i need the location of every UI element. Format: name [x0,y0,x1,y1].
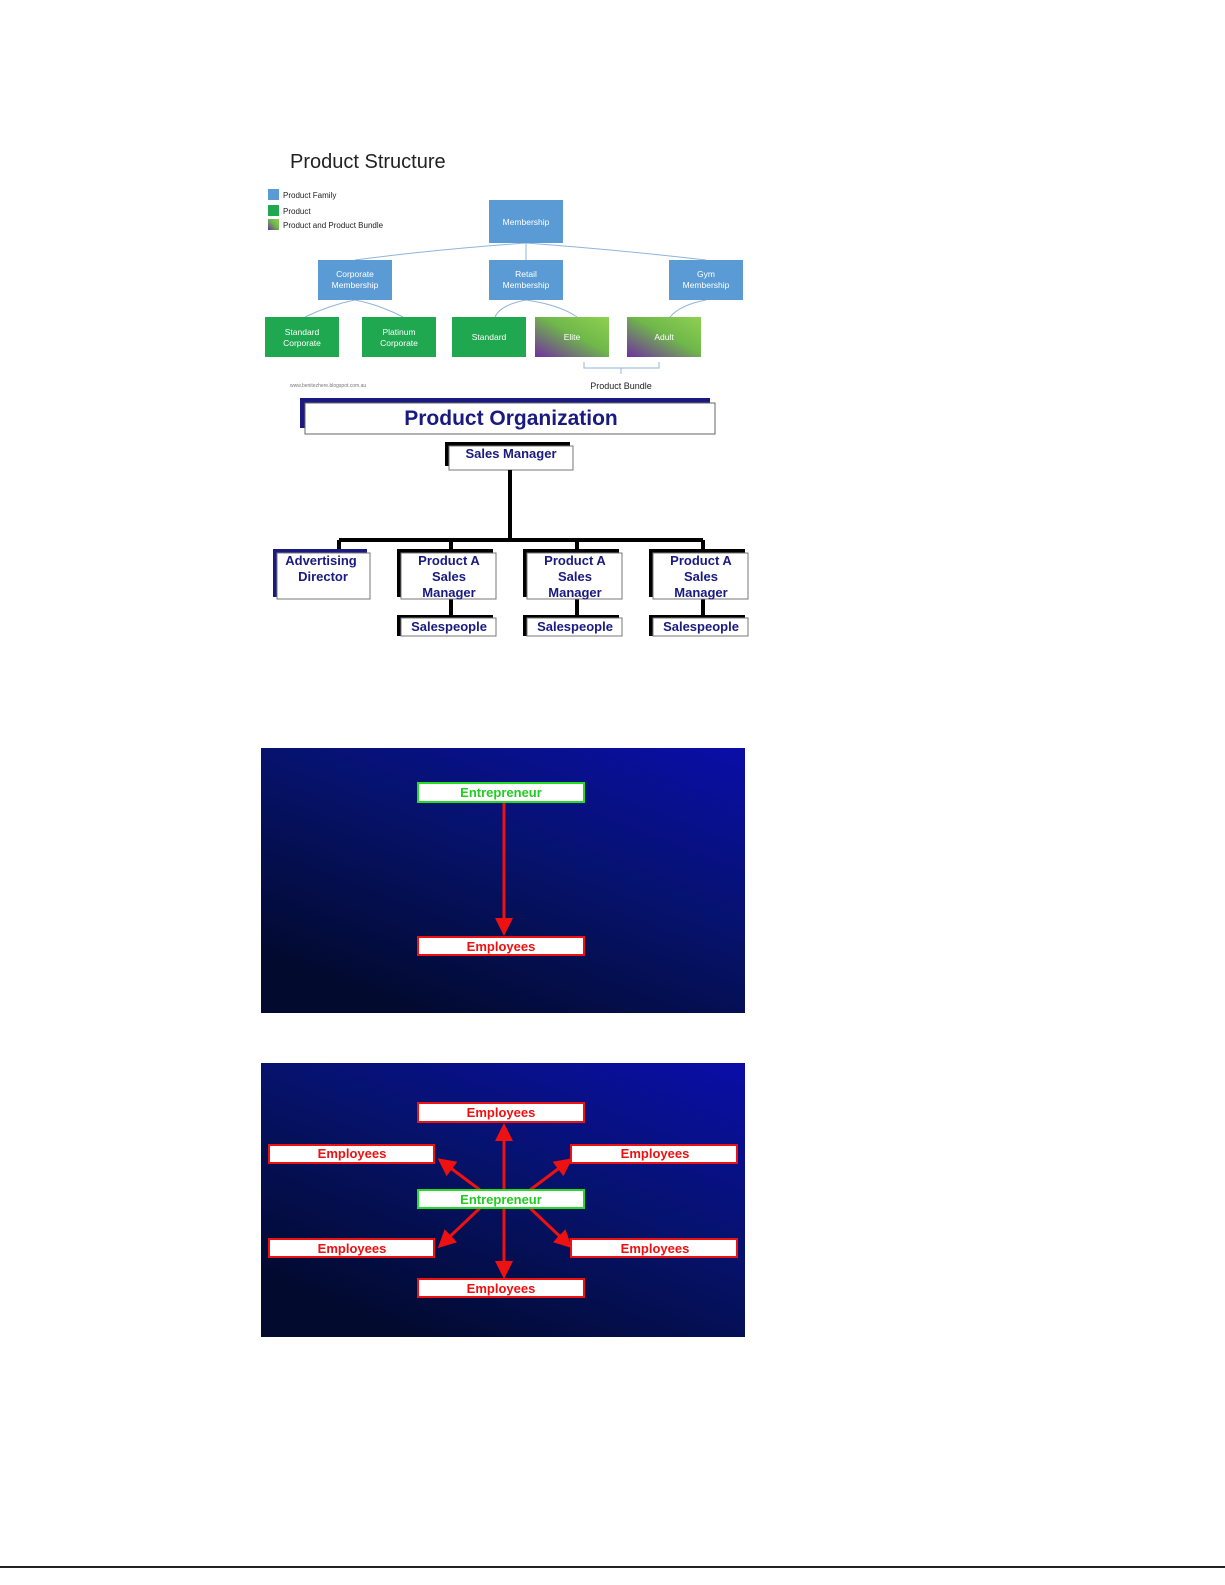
employees-box: Employees [467,1105,536,1120]
employees-box: Employees [318,1146,387,1161]
legend-label: Product and Product Bundle [283,221,384,230]
node-membership [489,200,563,243]
employees-box: Employees [467,1281,536,1296]
org-node-label: Manager [674,585,727,600]
org-title: Product Organization [404,407,618,430]
node-label: Membership [503,217,550,227]
product-nodes: Standard Corporate Platinum Corporate St… [265,317,701,357]
family-nodes: Corporate Membership Retail Membership G… [318,260,743,300]
org-node-label: Advertising [285,553,357,568]
node-label: Platinum [382,327,415,337]
org-node-label: Sales [684,569,718,584]
product-organization-diagram: Product Organization Sales Manager Adver… [273,398,749,637]
node-label: Gym [697,269,715,279]
entrepreneur-vertical-diagram: Entrepreneur Employees [261,748,745,1013]
node-label: Elite [564,332,581,342]
node-label: Retail [515,269,537,279]
product-structure-diagram: Product Structure Product Family Product… [265,151,743,391]
legend-product-swatch [268,205,279,216]
connectors [304,242,707,318]
node-label: Membership [503,280,550,290]
node-label: Corporate [283,338,321,348]
node-label: Membership [683,280,730,290]
manager-nodes: Product A Sales Manager Product A Sales … [397,549,749,600]
node-label: Corporate [380,338,418,348]
employees-box: Employees [621,1241,690,1256]
salespeople-nodes: Salespeople Salespeople Salespeople [397,615,749,637]
entrepreneur-box: Entrepreneur [460,1192,542,1207]
org-node-sales-manager: Sales Manager [465,446,556,461]
org-node-label: Salespeople [537,619,613,634]
entrepreneur-radial-diagram: Entrepreneur Employees Employees Employe… [261,1063,745,1337]
legend-label: Product [283,207,311,216]
org-node-label: Manager [422,585,475,600]
org-node-label: Salespeople [663,619,739,634]
org-node-label: Sales [432,569,466,584]
node-label: Standard [472,332,507,342]
org-node-label: Product A [418,553,480,568]
employees-box: Employees [467,939,536,954]
legend-bundle-swatch [268,219,279,230]
page-bottom-rule [0,1566,1225,1568]
bundle-label: Product Bundle [590,381,652,391]
employees-box: Employees [318,1241,387,1256]
entrepreneur-box: Entrepreneur [460,785,542,800]
org-node-label: Product A [544,553,606,568]
legend-family-swatch [268,189,279,200]
org-node-label: Director [298,569,348,584]
node-label: Membership [332,280,379,290]
node-label: Corporate [336,269,374,279]
product-structure-title: Product Structure [290,151,446,173]
node-label: Adult [654,332,674,342]
title-banner [304,402,716,435]
source-url: www.benitezhere.blogspot.com.au [290,383,366,389]
employees-box: Employees [621,1146,690,1161]
org-node-label: Product A [670,553,732,568]
org-node-label: Salespeople [411,619,487,634]
legend-label: Product Family [283,191,336,200]
org-node-label: Manager [548,585,601,600]
org-node-label: Sales [558,569,592,584]
node-label: Standard [285,327,320,337]
